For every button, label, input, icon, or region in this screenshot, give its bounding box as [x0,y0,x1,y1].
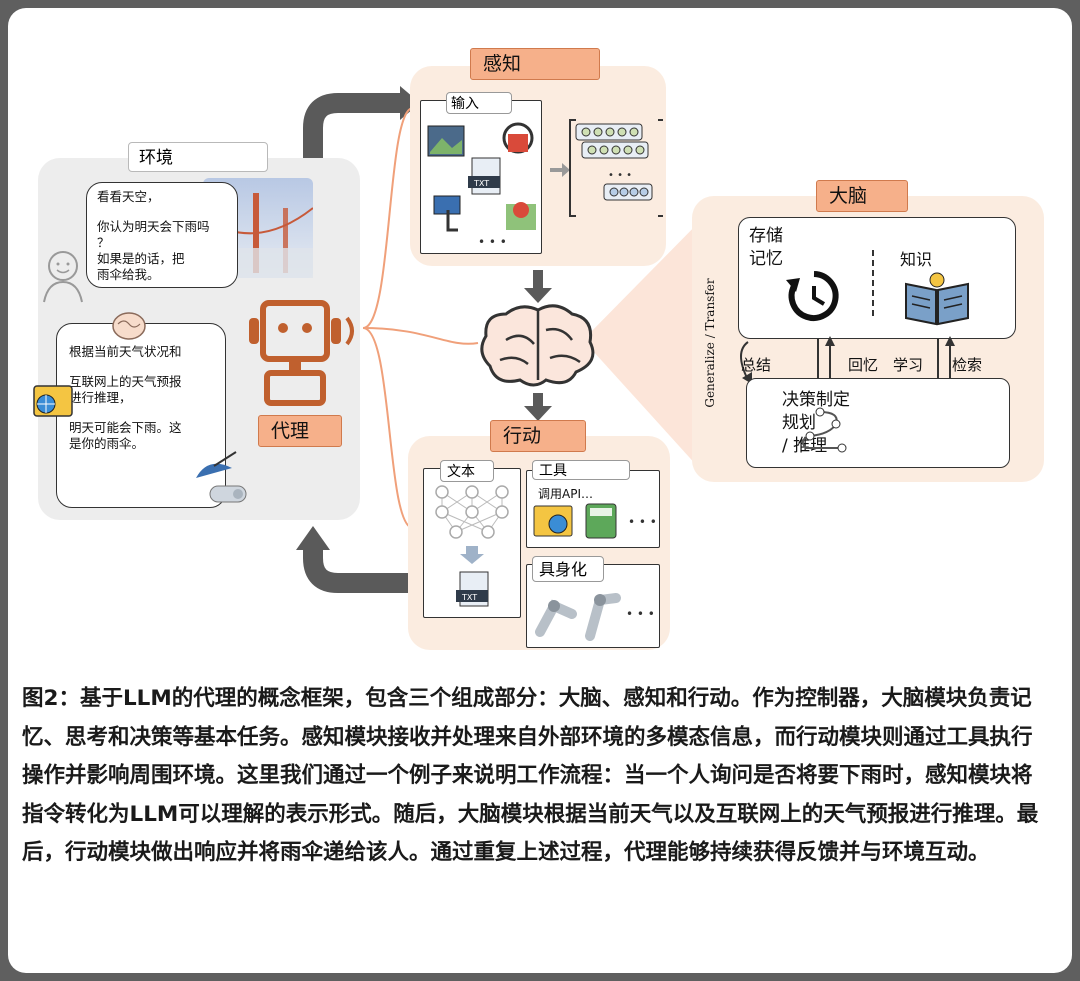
question-bubble: 看看天空， 你认为明天会下雨吗 ？ 如果是的话，把 雨伞给我。 [86,182,238,288]
question-line: 雨伞给我。 [97,267,160,282]
map-pin-icon [506,202,536,230]
tools-more: • • • [628,515,657,529]
question-line: 看看天空， [97,189,160,204]
svg-text:• • •: • • • [626,607,655,621]
browser-globe-icon [33,385,73,417]
planning-label: 规划 [782,413,816,433]
figure-card: 环境 看看天空， 你认为明天会下雨吗 ？ 如果是的话，把 雨伞给我。 根据当前天… [8,8,1072,973]
robot-arm-icons: • • • [535,593,655,641]
calculator-icon [585,503,617,539]
environment-label: 环境 [128,142,268,172]
token-embeddings: • • • [550,119,663,217]
umbrella-robot-icon [196,451,247,503]
retrieve-label: 检索 [952,356,983,374]
browser-icon [533,505,573,537]
small-brain-icon [112,312,146,340]
knowledge-label: 知识 [900,250,933,269]
robot-agent-icon [249,300,354,406]
svg-text:• • •: • • • [608,170,632,181]
learn-label: 学习 [893,356,924,374]
svg-text:TXT: TXT [461,593,477,602]
divider [872,250,874,320]
answer-line: 是你的雨伞。 [69,436,145,451]
question-line: ？ [97,235,110,250]
arrow-perception-to-brain [524,288,552,303]
neural-network-icon: TXT [435,485,509,607]
link-agent-brain [362,327,479,345]
recall-label: 回忆 [848,356,879,374]
touch-icon [433,195,461,232]
person-icon [43,251,83,303]
arrow-env-to-perception [303,93,403,158]
planning-path-icon [801,407,847,453]
answer-line: 明天可能会下雨。这 [69,420,182,435]
decision-label: 决策制定 [782,390,850,410]
arrow-brain-to-action [524,406,552,421]
summarize-label: 总结 [741,356,772,374]
storage-label: 存储 [749,226,783,246]
memory-knowledge-box [738,217,1016,339]
generalize-label: Generalize / Transfer [703,278,717,408]
link-agent-action [362,327,414,529]
flow-arrows [296,86,708,593]
arrow-action-to-env [303,548,408,593]
memory-label: 记忆 [749,249,783,269]
image-icon [427,125,465,157]
svg-text:TXT: TXT [473,179,489,188]
question-line: 你认为明天会下雨吗 [97,219,210,234]
answer-line: 互联网上的天气预报 [69,374,182,389]
action-title: 行动 [490,420,586,452]
link-agent-perception [362,107,414,329]
memory-clock-icon [786,271,839,321]
tools-label: 工具 [532,460,630,480]
input-more: • • • [478,235,507,249]
decision-box [746,378,1010,468]
perception-title: 感知 [470,48,600,80]
api-label: 调用API… [538,487,593,501]
agent-label: 代理 [258,415,342,447]
output-txt-icon: TXT [456,571,489,607]
question-line: 如果是的话，把 [97,251,185,266]
brain-title: 大脑 [816,180,908,212]
answer-line: 根据当前天气状况和 [69,344,182,359]
tool-icons: • • • [533,503,657,539]
txt-file-icon: TXT [468,157,501,195]
book-icon [905,272,969,326]
embodied-label: 具身化 [532,556,604,582]
brain-icon [480,304,595,387]
figure-caption: 图2：基于LLM的代理的概念框架，包含三个组成部分：大脑、感知和行动。作为控制器… [22,686,1039,865]
brain-cone [583,213,708,478]
answer-line: 进行推理， [69,390,132,405]
input-icons: TXT • • • [427,122,536,249]
input-label: 输入 [446,92,512,114]
audio-icon [502,122,534,154]
text-label: 文本 [440,460,494,482]
